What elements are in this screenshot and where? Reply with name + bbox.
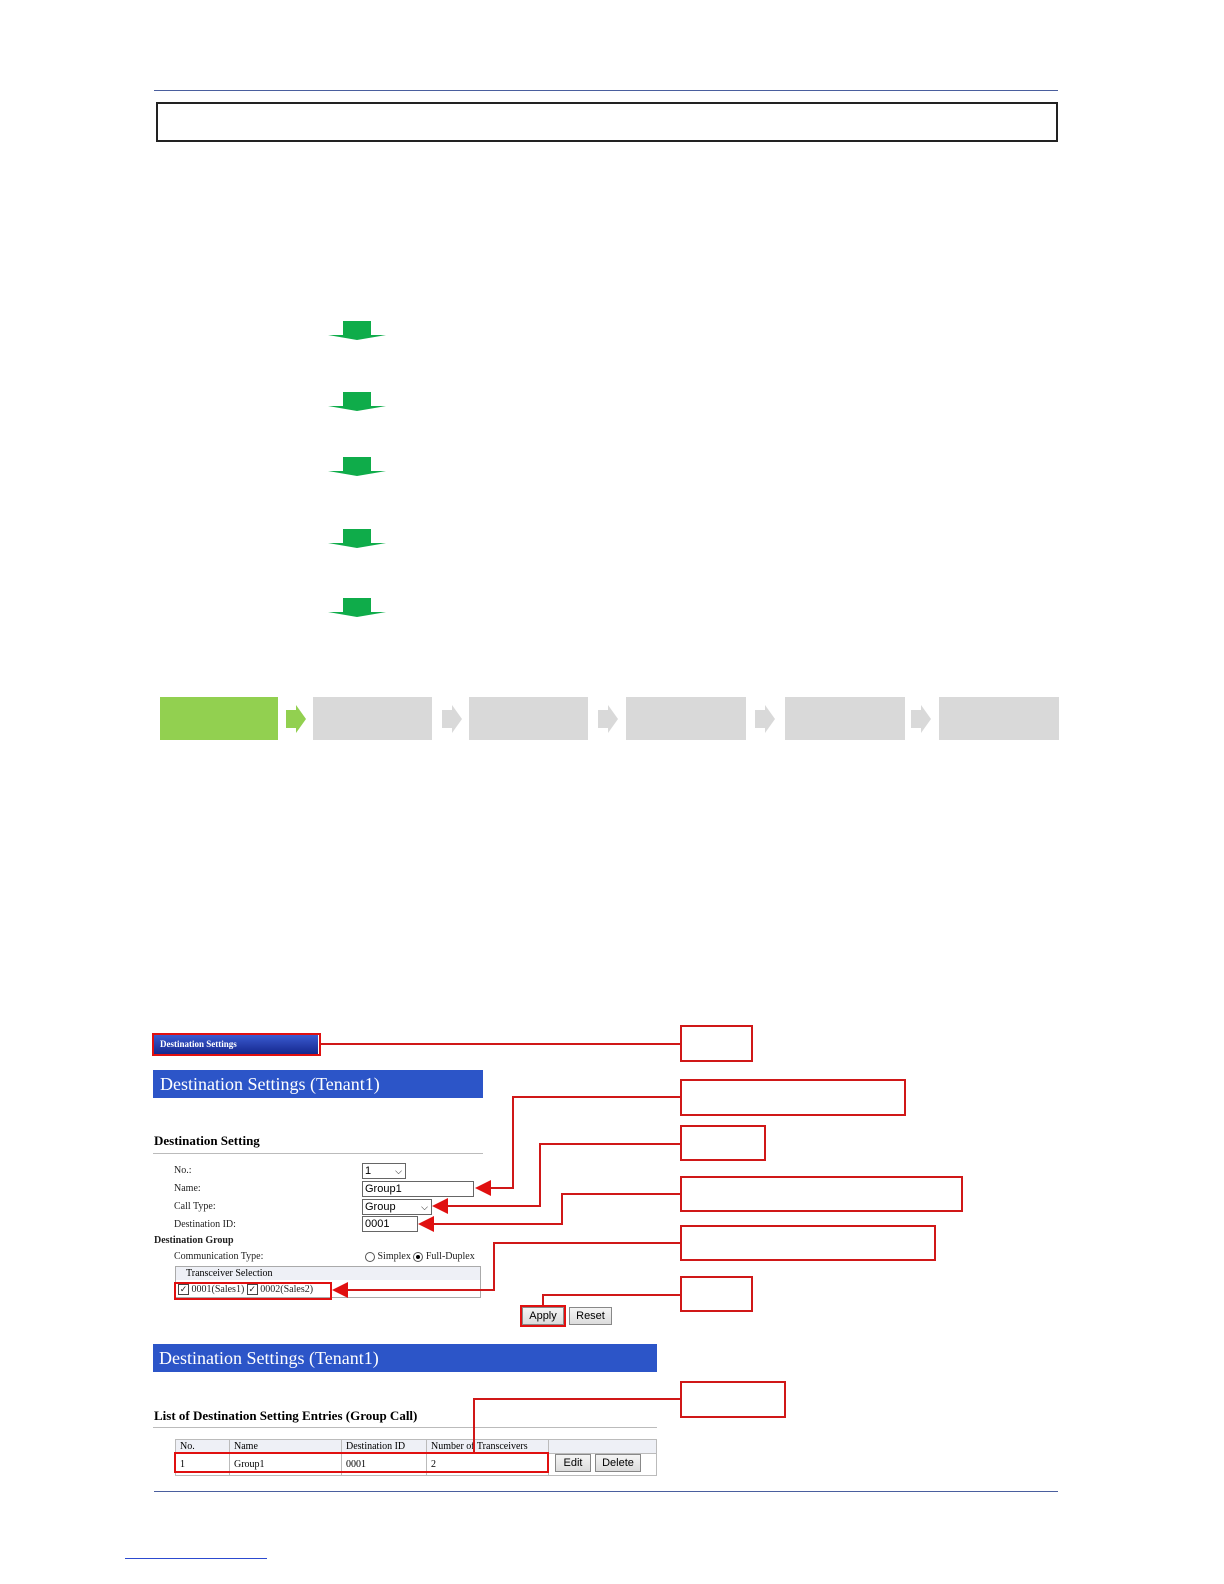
flow-arrow-down-icon	[328, 598, 386, 617]
chevron-down-icon: ⌵	[395, 1166, 402, 1176]
transceiver-2-label: 0002(Sales2)	[260, 1284, 314, 1295]
step-3	[469, 697, 588, 740]
step-arrow-icon	[755, 705, 775, 733]
comm-type-radios: Simplex Full-Duplex	[365, 1251, 475, 1262]
header-box	[156, 102, 1058, 142]
step-arrow-icon	[442, 705, 462, 733]
radio-simplex[interactable]	[365, 1251, 375, 1262]
call-type-label: Call Type:	[174, 1201, 216, 1212]
callout-box-1	[680, 1025, 753, 1062]
radio-full-duplex-label: Full-Duplex	[425, 1251, 475, 1262]
highlight-table-row	[174, 1452, 549, 1473]
name-input[interactable]: Group1	[362, 1181, 474, 1197]
step-2	[313, 697, 432, 740]
dest-id-label: Destination ID:	[174, 1219, 236, 1230]
reset-button[interactable]: Reset	[569, 1307, 612, 1325]
no-label: No.:	[174, 1165, 192, 1176]
header-rule	[154, 90, 1058, 91]
step-4	[626, 697, 746, 740]
table-header-row: No. Name Destination ID Number of Transc…	[175, 1439, 657, 1454]
flow-arrow-down-icon	[328, 457, 386, 476]
section-underline	[153, 1153, 483, 1154]
delete-button[interactable]: Delete	[595, 1454, 641, 1472]
comm-type-label: Communication Type:	[174, 1251, 264, 1262]
col-dest-id: Destination ID	[341, 1439, 427, 1454]
step-1-active	[160, 697, 278, 740]
flow-arrow-down-icon	[328, 321, 386, 340]
callout-box-7	[680, 1381, 786, 1418]
list-title: List of Destination Setting Entries (Gro…	[154, 1408, 418, 1423]
panel-title-bar: Destination Settings (Tenant1)	[153, 1070, 483, 1098]
cell-dest-id: 0001	[341, 1453, 427, 1476]
edit-button[interactable]: Edit	[555, 1454, 591, 1472]
callout-box-4	[680, 1176, 963, 1212]
call-type-select[interactable]: Group ⌵	[362, 1199, 432, 1215]
nav-label: Destination Settings	[160, 1039, 237, 1049]
step-5	[785, 697, 905, 740]
callout-box-2	[680, 1079, 906, 1116]
transceiver-1-label: 0001(Sales1)	[191, 1284, 245, 1295]
footer-rule	[154, 1491, 1058, 1492]
panel-title-bar-2: Destination Settings (Tenant1)	[153, 1344, 657, 1372]
highlight-nav	[152, 1033, 321, 1056]
list-underline	[153, 1427, 657, 1428]
no-select-value: 1	[365, 1165, 372, 1177]
flow-arrow-down-icon	[328, 392, 386, 411]
step-arrow-icon	[286, 705, 306, 733]
highlight-transceivers	[174, 1282, 332, 1300]
panel-title-2: Destination Settings (Tenant1)	[159, 1348, 379, 1368]
step-6	[939, 697, 1059, 740]
section-title: Destination Setting	[154, 1133, 260, 1148]
no-select[interactable]: 1 ⌵	[362, 1163, 406, 1179]
col-name: Name	[229, 1439, 342, 1454]
transceiver-header: Transceiver Selection	[176, 1267, 480, 1280]
dest-id-input[interactable]: 0001	[362, 1216, 418, 1232]
apply-button[interactable]: Apply	[522, 1307, 564, 1325]
nav-destination-settings[interactable]: Destination Settings	[154, 1035, 318, 1054]
transceiver-options: ✓ 0001(Sales1) ✓ 0002(Sales2)	[178, 1284, 314, 1296]
col-num-transceivers: Number of Transceivers	[426, 1439, 549, 1454]
callout-box-3	[680, 1125, 766, 1161]
checkbox-transceiver-1[interactable]: ✓	[178, 1284, 189, 1296]
group-label: Destination Group	[154, 1235, 234, 1246]
radio-full-duplex[interactable]	[413, 1251, 424, 1262]
callout-box-5	[680, 1225, 936, 1261]
radio-simplex-label: Simplex	[377, 1251, 411, 1262]
chevron-down-icon: ⌵	[421, 1202, 428, 1212]
step-arrow-icon	[598, 705, 618, 733]
call-type-value: Group	[365, 1201, 396, 1213]
highlight-apply	[520, 1305, 566, 1327]
callout-box-6	[680, 1276, 753, 1312]
name-label: Name:	[174, 1183, 201, 1194]
footnote-rule	[125, 1558, 267, 1559]
step-arrow-icon	[911, 705, 931, 733]
flow-arrow-down-icon	[328, 529, 386, 548]
panel-title: Destination Settings (Tenant1)	[160, 1074, 380, 1094]
checkbox-transceiver-2[interactable]: ✓	[246, 1284, 258, 1296]
